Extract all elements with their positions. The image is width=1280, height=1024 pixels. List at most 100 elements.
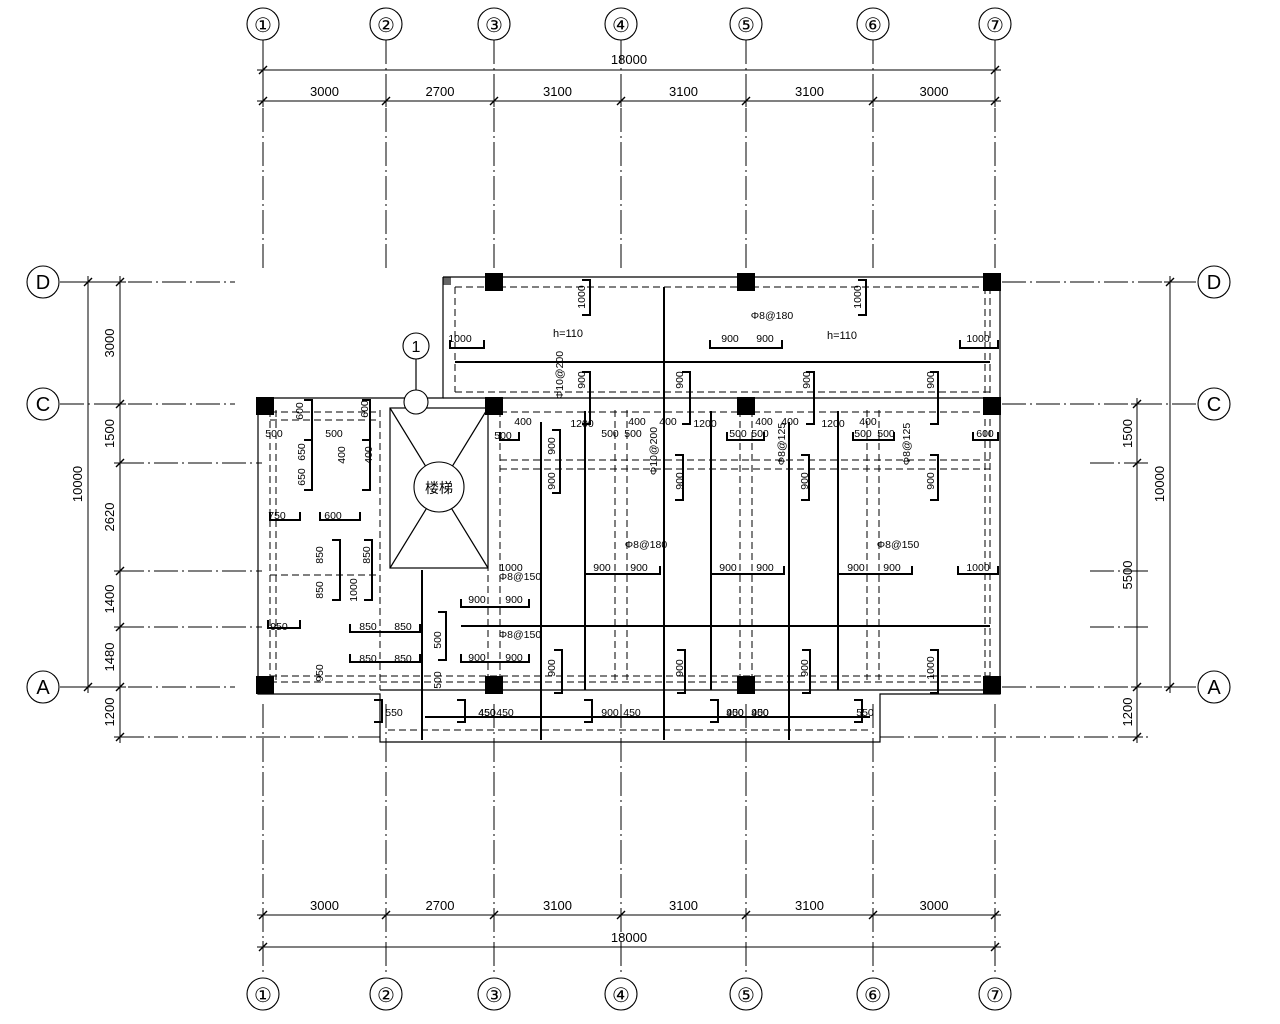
axis-label-top: ① <box>254 15 272 37</box>
rebar-h <box>957 566 999 575</box>
rebar-h <box>709 340 783 349</box>
dim-right-text: 1500 <box>1120 419 1135 448</box>
bar-length-label: 900 <box>799 472 811 490</box>
bar-length-label: 900 <box>756 333 774 345</box>
rebar-v <box>364 539 373 601</box>
dim-bottom-total-tick <box>258 942 268 952</box>
bar-length-label: 900 <box>674 472 686 490</box>
axis-bubble-left <box>26 265 60 299</box>
bar-length-label: 850 <box>314 581 326 599</box>
rebar-h <box>449 340 485 349</box>
dim-left-tick <box>115 622 125 632</box>
dim-bottom-total-tick <box>990 942 1000 952</box>
dim-bottom-total-text: 18000 <box>611 930 647 945</box>
axis-label-bottom: ② <box>377 985 395 1007</box>
bar-length-label: 1000 <box>966 562 990 574</box>
dim-top-text: 2700 <box>426 84 455 99</box>
bar-length-label: 1200 <box>693 418 717 430</box>
axis-bubble-left <box>26 670 60 704</box>
dim-right-total-tick <box>1165 682 1175 692</box>
bar-length-label: 600 <box>976 428 994 440</box>
bar-length-label: 450 <box>623 707 641 719</box>
bar-length-label: 400 <box>514 416 532 428</box>
rebar-v <box>554 649 563 694</box>
slab-edge <box>257 276 1001 743</box>
dim-bottom-text: 3100 <box>669 898 698 913</box>
bar-length-label: 500 <box>751 428 769 440</box>
axis-label-right: D <box>1207 272 1221 294</box>
axis-label-bottom: ④ <box>612 985 630 1007</box>
dim-top-text: 3000 <box>920 84 949 99</box>
bar-length-label: 650 <box>296 443 308 461</box>
bar-length-label: 400 <box>859 416 877 428</box>
rebar-h <box>726 432 765 441</box>
dim-left-tick <box>115 682 125 692</box>
bar-length-label: 900 <box>593 562 611 574</box>
axis-label-top: ⑤ <box>737 15 755 37</box>
axis-label-right: C <box>1207 394 1221 416</box>
section-label: 1 <box>412 339 421 356</box>
bar-length-label: 900 <box>925 371 937 389</box>
rebar-label: Φ8@180 <box>751 310 794 322</box>
column <box>737 676 755 694</box>
dim-left-tick <box>115 732 125 742</box>
axis-label-bottom: ⑦ <box>986 985 1004 1007</box>
dim-left-tick <box>115 566 125 576</box>
bar-length-label: 900 <box>756 562 774 574</box>
dim-bottom-tick <box>381 910 391 920</box>
axis-label-bottom: ① <box>254 985 272 1007</box>
axis-bubble-right <box>1197 265 1231 299</box>
bar-length-label: 900 <box>883 562 901 574</box>
bar-length-label: 450 <box>478 707 496 719</box>
dim-left-text: 1480 <box>102 643 117 672</box>
bar-length-label: 750 <box>268 510 286 522</box>
dim-right-total-text: 10000 <box>1152 466 1167 502</box>
column <box>983 397 1001 415</box>
rebar-v <box>362 439 371 491</box>
rebar-h <box>972 432 999 441</box>
bar-length-label: 900 <box>576 371 588 389</box>
column <box>737 273 755 291</box>
dim-left-text: 3000 <box>102 329 117 358</box>
bar-length-label: 450 <box>726 707 744 719</box>
dim-top-total-tick <box>990 65 1000 75</box>
bar-length-label: 650 <box>296 468 308 486</box>
dim-bottom-text: 3100 <box>543 898 572 913</box>
bar-length-label: 850 <box>314 546 326 564</box>
dim-left-text: 2620 <box>102 503 117 532</box>
dim-bottom-tick <box>868 910 878 920</box>
rebar-label: Φ8@150 <box>877 539 920 551</box>
dim-bottom-text: 3000 <box>920 898 949 913</box>
rebar-v <box>930 649 939 694</box>
slab-outline <box>257 276 1001 743</box>
bar-length-label: 900 <box>630 562 648 574</box>
axis-bubble-right <box>1197 387 1231 421</box>
rebar-v <box>552 429 561 494</box>
rebar-v <box>858 279 867 316</box>
dim-top-text: 3100 <box>795 84 824 99</box>
axis-label-bottom: ⑥ <box>864 985 882 1007</box>
rebar-label: Φ8@150 <box>499 629 542 641</box>
axis-label-left: A <box>36 677 50 699</box>
rebar-h <box>959 340 999 349</box>
axis-grid <box>60 40 1198 972</box>
rebar-cantilever <box>710 699 719 723</box>
bar-length-label: 850 <box>394 653 412 665</box>
bar-length-label: 900 <box>726 707 744 719</box>
rebar-h <box>837 566 913 575</box>
axis-bubble-bottom <box>856 977 890 1011</box>
axis-bubble-top <box>246 7 280 41</box>
rebar-v <box>802 649 811 694</box>
bar-length-label: 900 <box>468 594 486 606</box>
bar-length-label: 1000 <box>966 333 990 345</box>
column <box>256 676 274 694</box>
rebar-v <box>682 371 691 425</box>
rebar-h <box>460 654 530 663</box>
dim-top-total-tick <box>258 65 268 75</box>
rebar-h <box>499 432 520 441</box>
dim-top-tick <box>868 96 878 106</box>
bar-length-label: 950 <box>270 621 288 633</box>
stair-bubble <box>413 461 465 513</box>
